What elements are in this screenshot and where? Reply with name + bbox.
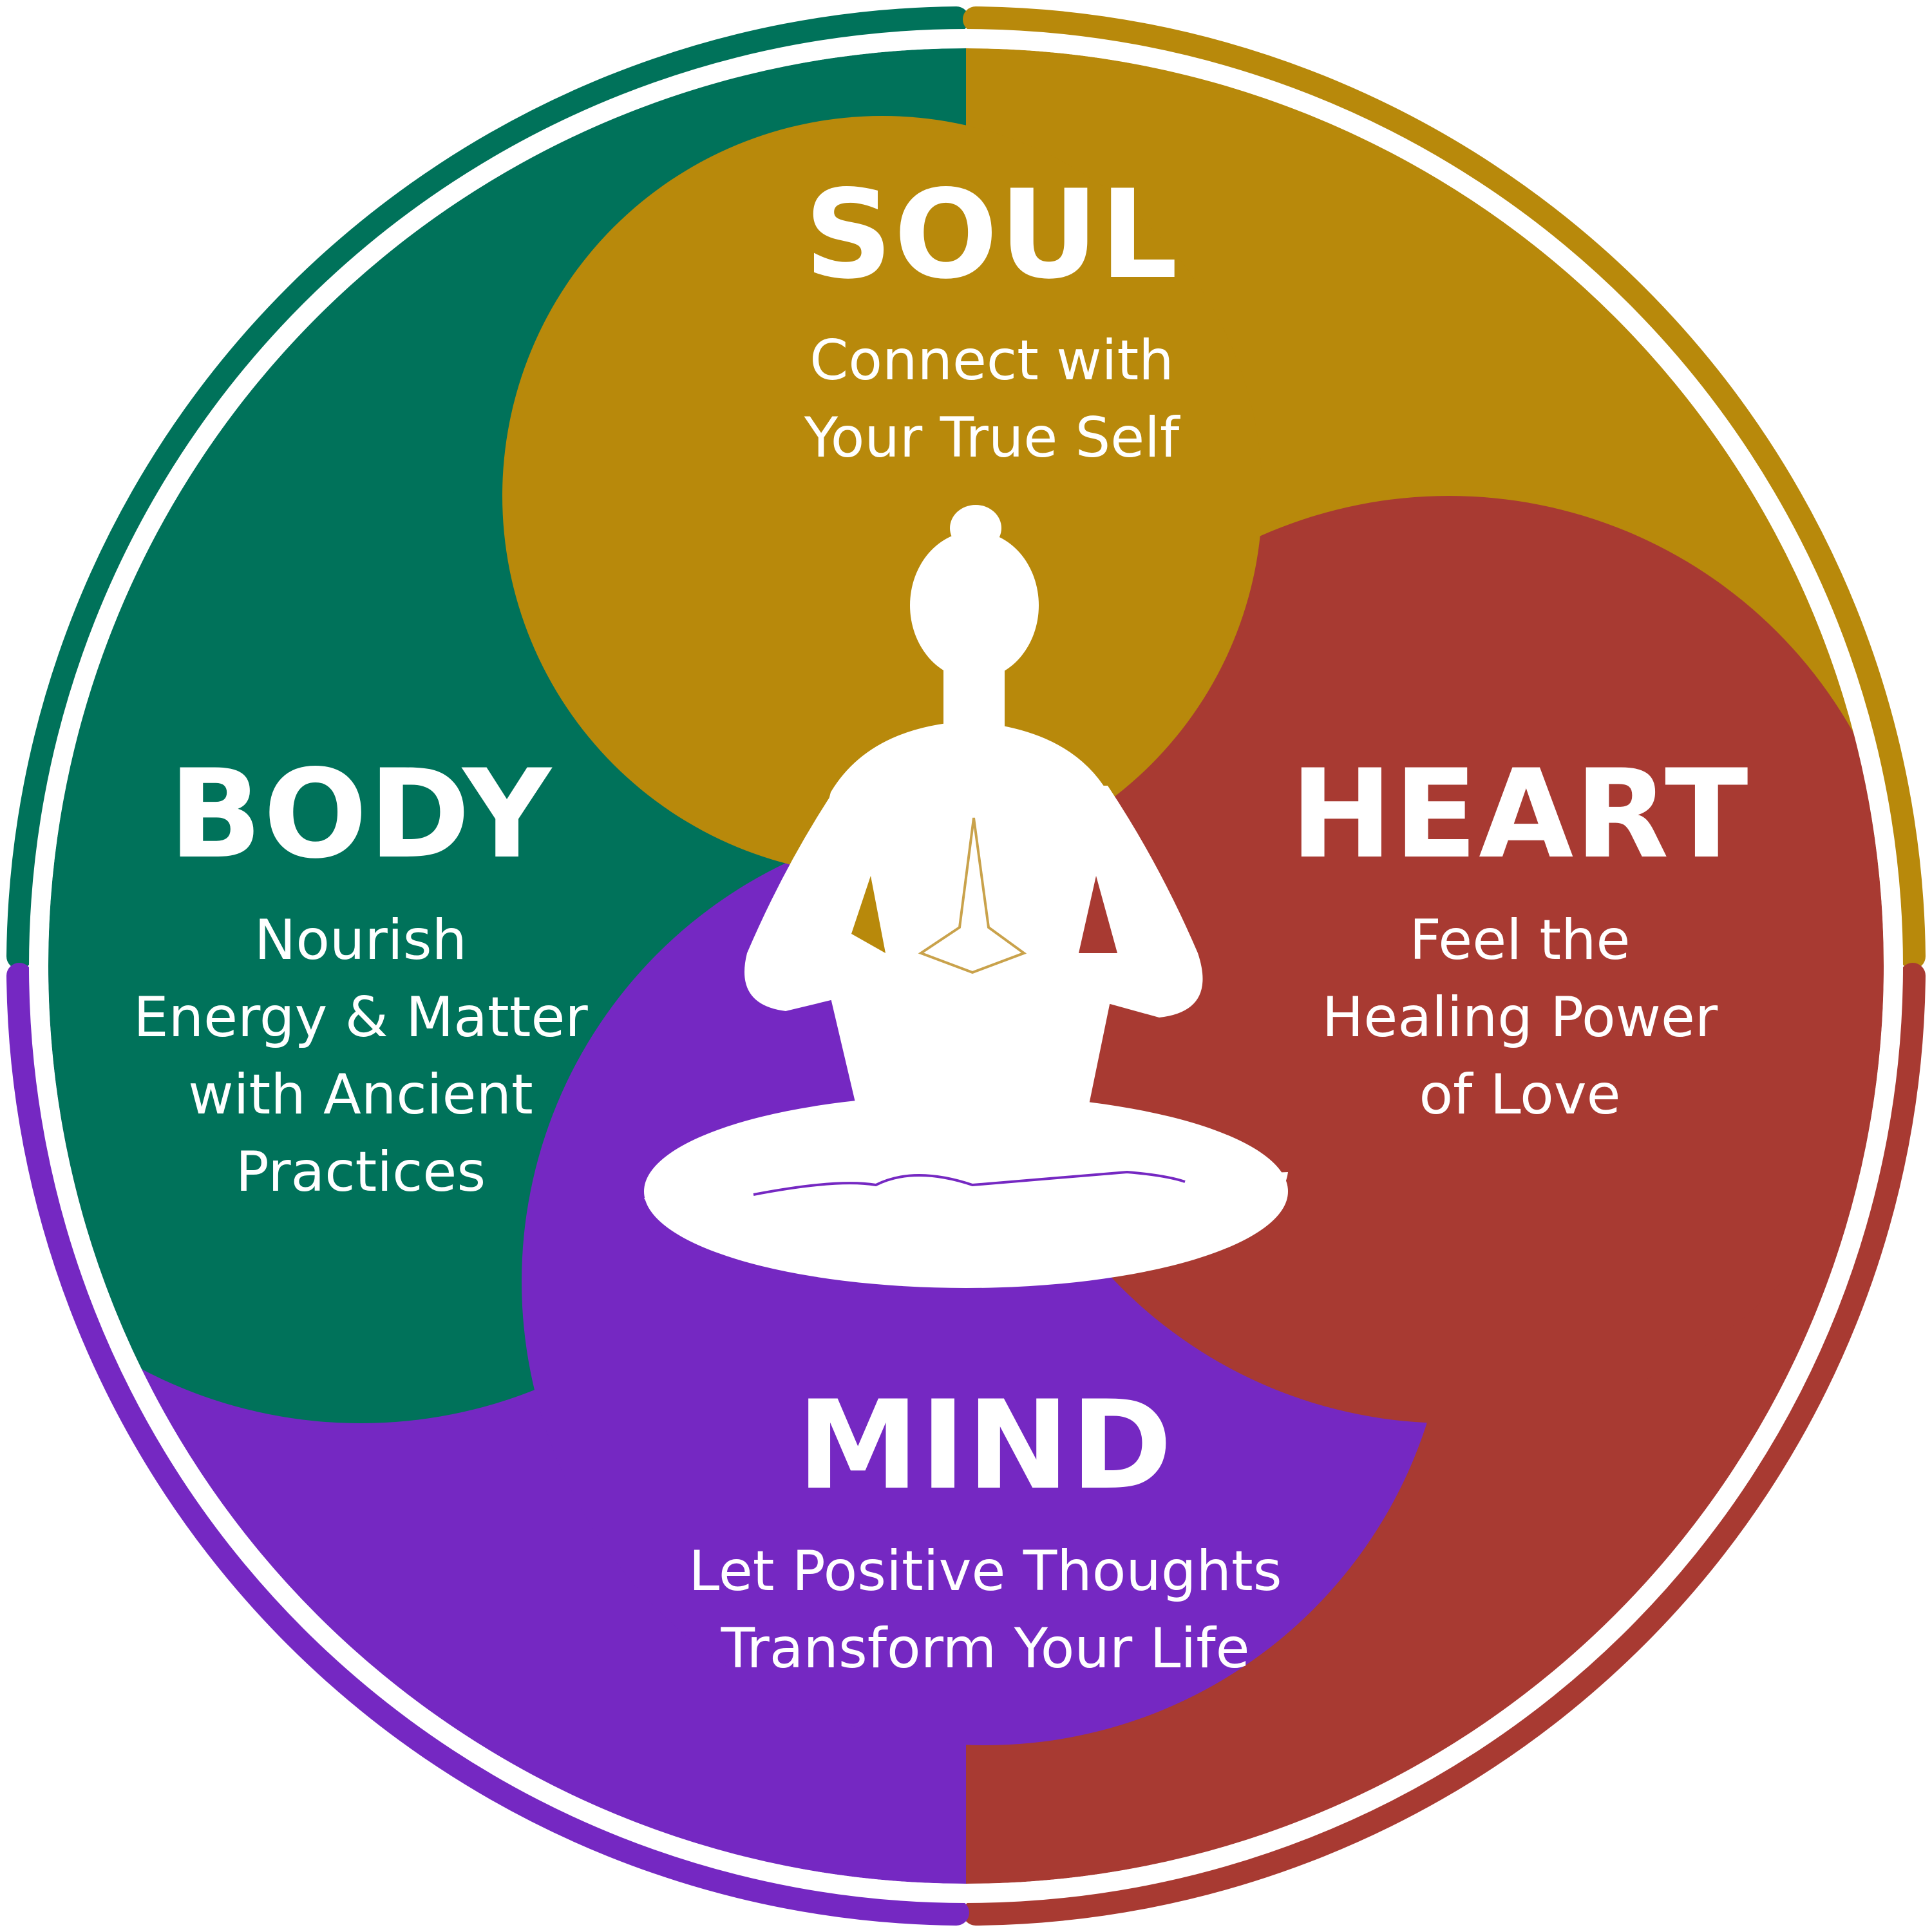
body-line-4: Practices [235,1140,486,1204]
soul-section: SOUL Connect with Your True Self [708,174,1275,477]
separator-ring [29,29,1903,1903]
heart-subtitle: Feel the Healing Power of Love [1262,902,1777,1133]
soul-title: SOUL [804,164,1179,306]
arm-gap-right [1079,876,1117,953]
body-subtitle: Nourish Energy & Matter with Ancient Pra… [84,902,638,1211]
heart-section: HEART Feel the Healing Power of Love [1262,753,1777,1133]
soul-lobe [502,116,1262,876]
heart-line-3: of Love [1419,1063,1621,1127]
body-line-2: Energy & Matter [133,985,588,1050]
soul-subtitle: Connect with Your True Self [708,322,1275,477]
hands-outline [918,817,1027,974]
soul-line-1: Connect with [810,328,1174,393]
outer-ring-soul-arc [963,6,1926,969]
soul-line-2: Your True Self [804,406,1180,470]
body-line-1: Nourish [254,908,468,972]
mind-subtitle: Let Positive Thoughts Transform Your Lif… [631,1533,1340,1687]
body-title: BODY [169,743,553,886]
mind-section: MIND Let Positive Thoughts Transform You… [631,1385,1340,1687]
heart-title: HEART [1290,743,1750,886]
body-line-3: with Ancient [188,1063,533,1127]
outer-ring-heart-arc [963,963,1926,1926]
heart-line-2: Healing Power [1321,985,1718,1050]
arm-gap-left [851,876,886,953]
body-section: BODY Nourish Energy & Matter with Ancien… [84,753,638,1211]
outer-ring [6,6,1926,1926]
meditating-figure-icon [644,505,1288,1288]
legs-outline [753,1170,1186,1196]
mind-line-1: Let Positive Thoughts [688,1539,1282,1604]
heart-line-1: Feel the [1409,908,1631,972]
mind-title: MIND [797,1374,1174,1517]
mind-line-2: Transform Your Life [721,1616,1250,1681]
outer-ring-body-arc [6,6,969,969]
outer-ring-mind-arc [6,963,969,1926]
